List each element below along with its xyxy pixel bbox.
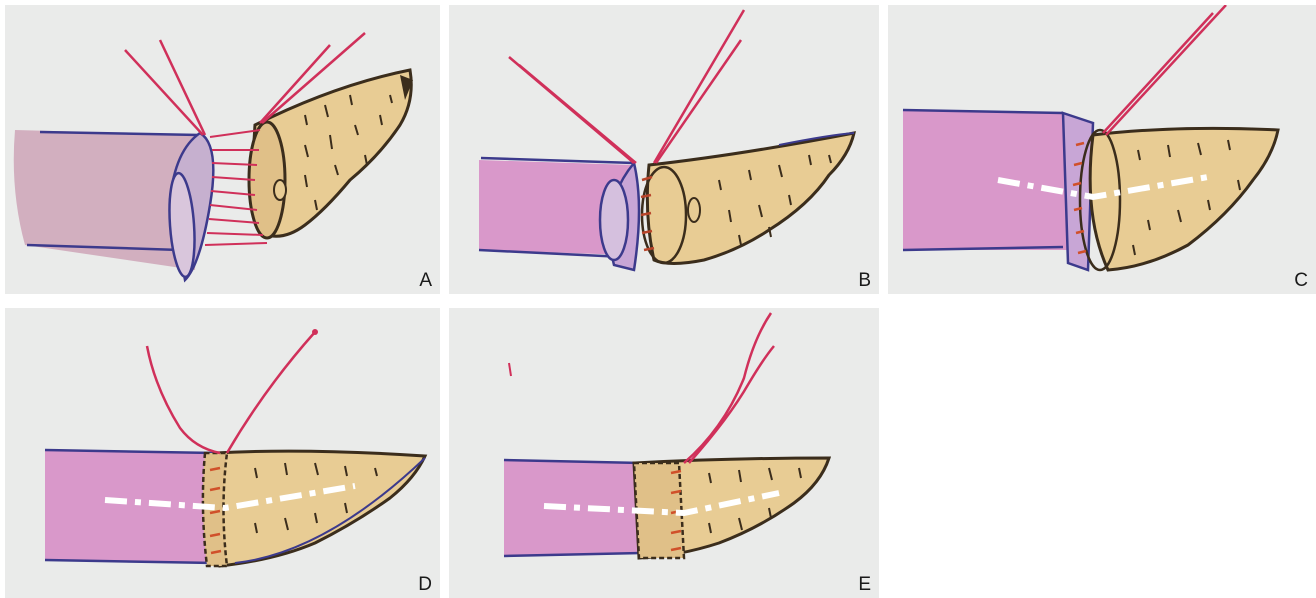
panel-b-illustration <box>449 5 879 294</box>
panel-e-illustration <box>449 308 879 598</box>
panel-d-illustration <box>5 308 440 598</box>
pancreas-body <box>215 451 425 566</box>
suture-threads <box>147 332 315 453</box>
panel-label-b: B <box>858 271 871 290</box>
pancreatic-duct-opening <box>688 198 700 222</box>
pancreatic-duct-opening <box>274 180 286 200</box>
stomach-tube <box>903 110 1068 250</box>
small-thread-fragment <box>509 363 511 376</box>
stomach-lumen <box>600 180 628 260</box>
panel-label-e: E <box>858 575 871 594</box>
panel-c: C <box>888 5 1316 294</box>
suture-threads <box>684 313 774 463</box>
suture-threads <box>1103 5 1226 135</box>
panel-label-d: D <box>418 575 432 594</box>
suture-thread-end <box>312 329 318 335</box>
panel-label-c: C <box>1294 271 1308 290</box>
suture-threads <box>509 10 744 163</box>
panel-c-illustration <box>888 5 1316 294</box>
pancreas-body <box>647 133 854 264</box>
panel-label-a: A <box>419 271 432 290</box>
panel-a-illustration <box>5 5 440 294</box>
pancreas-body <box>1090 128 1278 270</box>
panel-d: D <box>5 308 440 598</box>
stomach-cut-end <box>1063 113 1093 270</box>
panel-a: A <box>5 5 440 294</box>
panel-e: E <box>449 308 879 598</box>
stomach-tube <box>45 450 215 563</box>
panel-b: B <box>449 5 879 294</box>
